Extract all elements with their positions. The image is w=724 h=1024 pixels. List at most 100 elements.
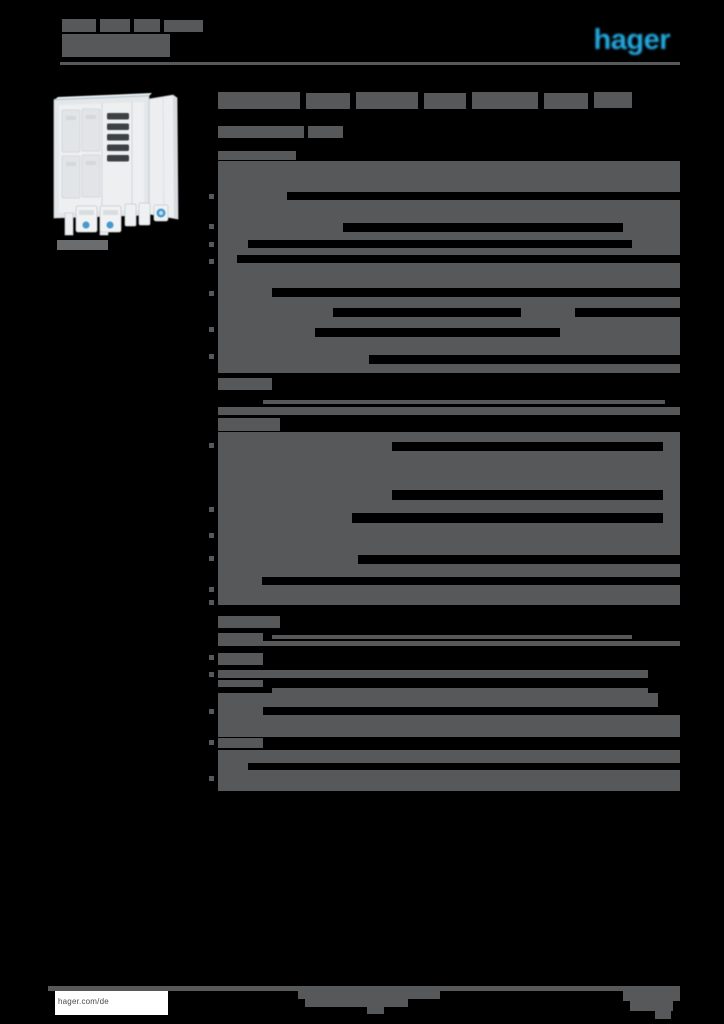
redacted-text-line bbox=[560, 328, 680, 337]
redacted-text-line bbox=[218, 707, 263, 715]
redacted-text-line bbox=[218, 490, 392, 500]
redacted-text-line bbox=[218, 451, 680, 490]
redacted-text-line bbox=[472, 92, 538, 109]
redacted-text-line bbox=[218, 355, 369, 364]
redacted-text-line bbox=[218, 364, 680, 373]
redacted-text-line bbox=[218, 680, 263, 687]
redacted-text-line bbox=[218, 670, 648, 678]
redacted-text-line bbox=[424, 93, 466, 109]
redacted-text-line bbox=[218, 693, 658, 707]
redacted-text-line bbox=[218, 240, 248, 248]
redacted-text-line bbox=[218, 255, 237, 263]
redacted-text-line bbox=[367, 1007, 384, 1014]
redacted-text-line bbox=[218, 641, 680, 646]
redacted-text-line bbox=[218, 232, 680, 240]
list-bullet bbox=[209, 354, 214, 359]
redacted-text-line bbox=[218, 223, 343, 232]
list-bullet bbox=[209, 600, 214, 605]
redacted-text-line bbox=[218, 715, 680, 737]
redacted-text-line bbox=[544, 93, 588, 109]
footer-url[interactable]: hager.com/de bbox=[58, 997, 109, 1006]
redacted-text-line bbox=[218, 585, 680, 605]
list-bullet bbox=[209, 259, 214, 264]
redacted-text-line bbox=[218, 407, 680, 415]
redacted-text-line bbox=[521, 308, 575, 317]
redacted-text-line bbox=[218, 513, 352, 523]
redacted-text-line bbox=[630, 1001, 673, 1011]
redacted-text-line bbox=[218, 337, 680, 355]
redacted-text-line bbox=[218, 200, 680, 223]
redacted-text-line bbox=[263, 400, 665, 404]
redacted-text-line bbox=[218, 523, 680, 555]
hager-logo: hager bbox=[593, 24, 671, 56]
redacted-text-line bbox=[218, 161, 680, 192]
redacted-text-line bbox=[218, 555, 358, 564]
redacted-text-line bbox=[218, 378, 272, 390]
redacted-text-line bbox=[663, 490, 680, 500]
footer-url-box: hager.com/de bbox=[55, 990, 168, 1015]
redacted-text-line bbox=[218, 763, 248, 771]
redacted-text-line bbox=[218, 126, 304, 138]
redacted-text-line bbox=[218, 616, 280, 628]
redacted-text-line bbox=[218, 151, 296, 160]
redacted-text-line bbox=[62, 19, 96, 32]
list-bullet bbox=[209, 672, 214, 677]
redacted-text-line bbox=[218, 738, 263, 748]
redacted-text-line bbox=[632, 240, 680, 248]
list-bullet bbox=[209, 533, 214, 538]
redacted-text-line bbox=[218, 564, 680, 577]
list-bullet bbox=[209, 291, 214, 296]
list-bullet bbox=[209, 224, 214, 229]
list-bullet bbox=[209, 242, 214, 247]
redacted-text-line bbox=[218, 442, 392, 451]
redacted-text-line bbox=[218, 418, 280, 431]
redacted-text-line bbox=[218, 92, 300, 109]
list-bullet bbox=[209, 507, 214, 512]
redacted-text-line bbox=[663, 513, 680, 523]
redacted-text-line bbox=[218, 192, 287, 200]
redacted-text-line bbox=[306, 93, 350, 109]
redacted-text-line bbox=[100, 19, 130, 32]
list-bullet bbox=[209, 327, 214, 332]
list-bullet bbox=[209, 655, 214, 660]
footer-rule bbox=[48, 986, 680, 991]
redacted-text-line bbox=[305, 999, 408, 1007]
redacted-text-line bbox=[218, 248, 680, 255]
redacted-text-line bbox=[623, 223, 680, 232]
header-rule bbox=[60, 62, 680, 65]
redacted-text-line bbox=[164, 20, 203, 32]
redacted-text-line bbox=[663, 442, 680, 451]
list-bullet bbox=[209, 587, 214, 592]
redacted-text-line bbox=[218, 750, 680, 763]
redacted-text-line bbox=[218, 633, 263, 641]
redacted-text-line bbox=[218, 577, 262, 585]
redacted-text-line bbox=[62, 34, 170, 57]
redacted-text-line bbox=[218, 328, 315, 337]
redacted-text-line bbox=[218, 432, 680, 442]
list-bullet bbox=[209, 740, 214, 745]
redacted-text-line bbox=[218, 653, 263, 665]
redacted-text-line bbox=[272, 635, 632, 639]
redacted-text-line bbox=[218, 263, 680, 288]
redacted-text-line bbox=[298, 989, 440, 999]
redacted-text-line bbox=[218, 500, 680, 513]
list-bullet bbox=[209, 194, 214, 199]
redacted-text-line bbox=[623, 990, 680, 1001]
redacted-text-line bbox=[218, 288, 272, 297]
product-reference-label bbox=[57, 240, 108, 250]
product-image bbox=[53, 93, 179, 236]
redacted-text-line bbox=[594, 92, 632, 108]
list-bullet bbox=[209, 709, 214, 714]
list-bullet bbox=[209, 776, 214, 781]
redacted-text-line bbox=[272, 688, 648, 693]
redacted-text-line bbox=[134, 19, 160, 32]
redacted-text-line bbox=[356, 92, 418, 109]
redacted-text-line bbox=[218, 317, 680, 328]
redacted-text-line bbox=[308, 126, 343, 138]
list-bullet bbox=[209, 556, 214, 561]
list-bullet bbox=[209, 443, 214, 448]
redacted-text-line bbox=[218, 770, 680, 791]
redacted-text-line bbox=[218, 308, 333, 317]
redacted-text-line bbox=[218, 297, 680, 308]
